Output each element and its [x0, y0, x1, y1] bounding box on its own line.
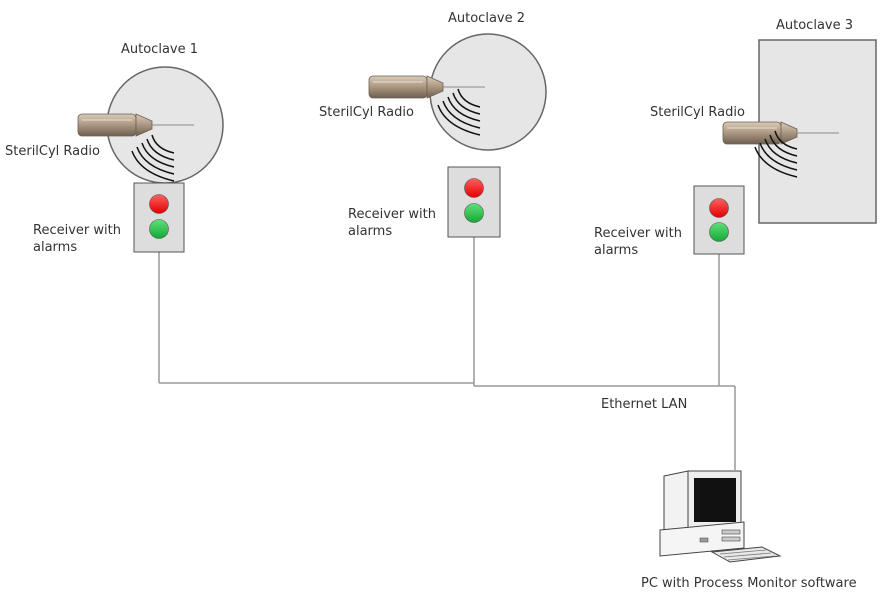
- receiver-2-label: Receiver with alarms: [348, 207, 436, 239]
- radio-1-label: SterilCyl Radio: [5, 144, 100, 159]
- alarm-light-red-icon: [464, 178, 484, 198]
- ethernet-lan-cables: [158, 237, 736, 470]
- autoclave-2-vessel: [429, 33, 547, 151]
- pc-label: PC with Process Monitor software: [641, 576, 857, 591]
- autoclave-3-label: Autoclave 3: [776, 18, 854, 33]
- ethernet-lan-label: Ethernet LAN: [601, 397, 688, 412]
- alarm-light-red-icon: [709, 198, 729, 218]
- alarm-light-green-icon: [149, 219, 169, 239]
- alarm-light-red-icon: [149, 194, 169, 214]
- radio-2-label: SterilCyl Radio: [319, 105, 414, 120]
- autoclave-2-label: Autoclave 2: [448, 11, 526, 26]
- receiver-2: [447, 166, 501, 238]
- receiver-3-label: Receiver with alarms: [594, 226, 682, 258]
- autoclave-2: [368, 33, 547, 151]
- radio-3-label: SterilCyl Radio: [650, 105, 745, 120]
- alarm-light-green-icon: [464, 203, 484, 223]
- receiver-1-label: Receiver with alarms: [33, 223, 121, 255]
- receiver-1: [133, 182, 185, 253]
- pc-icon: [659, 470, 782, 563]
- receiver-3: [693, 185, 745, 255]
- autoclave-1: [77, 66, 224, 184]
- alarm-light-green-icon: [709, 222, 729, 242]
- autoclave-3: [722, 39, 877, 224]
- autoclave-1-label: Autoclave 1: [121, 42, 199, 57]
